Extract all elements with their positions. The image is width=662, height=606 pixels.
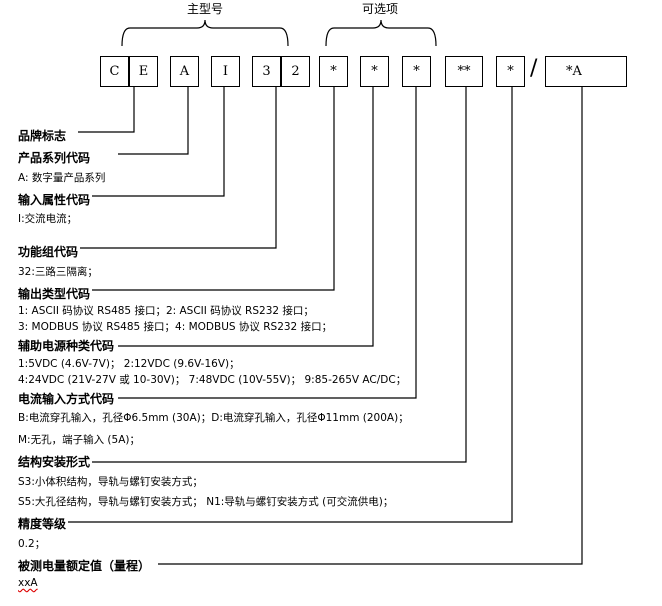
section-desc-aux-power-1: 1:5VDC (4.6V-7V)； 2:12VDC (9.6V-16V)； <box>18 358 240 370</box>
code-box-brand-e: E <box>129 56 158 87</box>
section-desc-current-input-2: M:无孔，端子输入 (5A)； <box>18 434 140 446</box>
leader-line-5 <box>118 87 374 347</box>
leader-line-3 <box>80 87 277 249</box>
section-desc-current-input-1: B:电流穿孔输入，孔径Φ6.5mm (30A)；D:电流穿孔输入，孔径Φ11mm… <box>18 412 409 424</box>
section-desc-structure-2: S5:大孔径结构，导轨与螺钉安装方式； N1:导轨与螺钉安装方式 (可交流供电)… <box>18 496 394 508</box>
section-title-function: 功能组代码 <box>18 245 79 259</box>
leader-line-1 <box>118 87 189 155</box>
section-title-output-type: 输出类型代码 <box>18 287 91 301</box>
code-box-structure: ** <box>445 56 483 87</box>
section-title-accuracy: 精度等级 <box>18 517 67 531</box>
section-desc-aux-power-2: 4:24VDC (21V-27V 或 10-30V)； 7:48VDC (10V… <box>18 374 407 386</box>
section-desc-rated-value-1: xxA <box>18 577 38 589</box>
leader-line-7 <box>92 87 467 463</box>
code-box-rated-value: *A <box>545 56 627 87</box>
section-title-rated-value: 被测电量额定值（量程） <box>18 559 151 573</box>
code-box-output-type: * <box>319 56 348 87</box>
section-desc-function-1: 32:三路三隔离； <box>18 266 98 278</box>
section-title-current-input: 电流输入方式代码 <box>18 392 115 406</box>
section-title-aux-power: 辅助电源种类代码 <box>18 339 115 353</box>
brace-options <box>325 19 437 47</box>
code-box-function-3: 3 <box>252 56 281 87</box>
code-box-function-2: 2 <box>281 56 310 87</box>
leader-line-8 <box>68 87 513 523</box>
main-model-label: 主型号 <box>186 2 224 16</box>
slash-separator: / <box>530 56 538 81</box>
section-desc-output-type-1: 1: ASCII 码协议 RS485 接口；2: ASCII 码协议 RS232… <box>18 305 314 317</box>
code-box-brand-c: C <box>100 56 129 87</box>
code-box-aux-power: * <box>360 56 389 87</box>
leader-line-6 <box>118 87 417 399</box>
section-desc-accuracy-1: 0.2； <box>18 538 46 550</box>
code-box-current-input: * <box>402 56 431 87</box>
section-desc-series-1: A: 数字量产品系列 <box>18 172 106 184</box>
leader-line-2 <box>92 87 225 197</box>
section-desc-output-type-2: 3: MODBUS 协议 RS485 接口；4: MODBUS 协议 RS232… <box>18 321 333 333</box>
leader-line-4 <box>92 87 335 291</box>
section-title-input-attr: 输入属性代码 <box>18 193 91 207</box>
code-box-series: A <box>170 56 199 87</box>
section-title-series: 产品系列代码 <box>18 151 91 165</box>
brace-main-model <box>121 19 289 47</box>
section-title-brand: 品牌标志 <box>18 129 67 143</box>
section-desc-input-attr-1: I:交流电流； <box>18 213 78 225</box>
code-box-input-attr: I <box>211 56 240 87</box>
options-label: 可选项 <box>361 2 399 16</box>
code-box-accuracy: * <box>496 56 525 87</box>
leader-line-0 <box>78 87 135 133</box>
section-desc-structure-1: S3:小体积结构，导轨与螺钉安装方式； <box>18 476 203 488</box>
leader-line-9 <box>158 87 583 565</box>
section-title-structure: 结构安装形式 <box>18 455 91 469</box>
